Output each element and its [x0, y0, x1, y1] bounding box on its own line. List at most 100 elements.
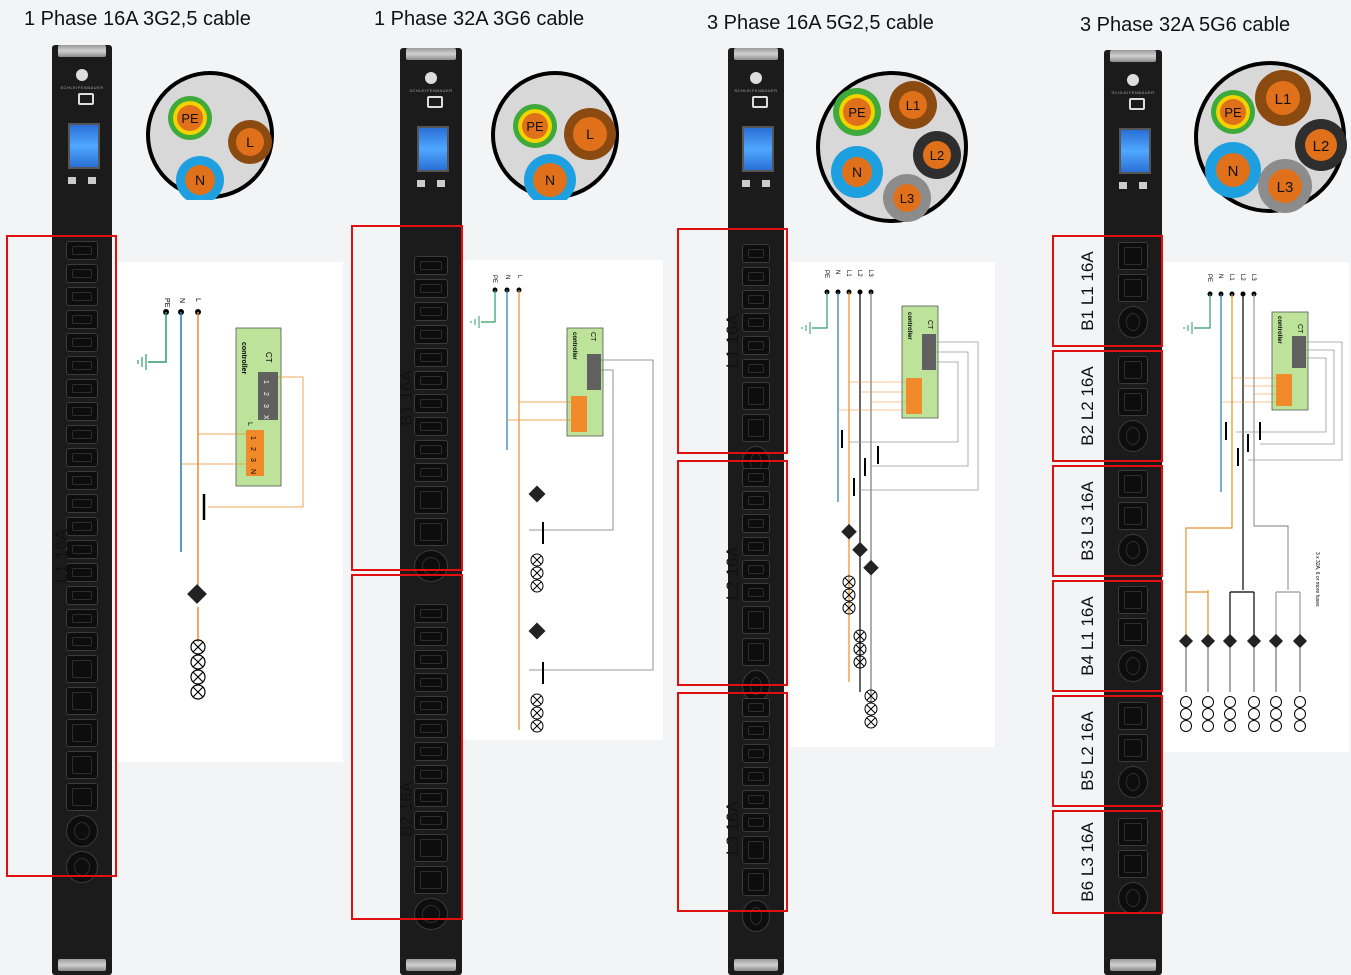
svg-text:controller: controller: [571, 332, 577, 360]
cable-label-n: N: [545, 172, 555, 188]
display-button[interactable]: [88, 177, 96, 184]
group-label: B5 L2 16A: [1078, 711, 1098, 791]
display-button[interactable]: [742, 180, 750, 187]
display-button[interactable]: [1139, 182, 1147, 189]
display-button[interactable]: [437, 180, 445, 187]
bus-label-n: N: [178, 298, 185, 303]
brand-logo-icon: [76, 69, 88, 81]
l-terminal-block: [246, 430, 264, 476]
outlet-column-b2: [414, 604, 448, 934]
svg-text:L3: L3: [1250, 274, 1256, 281]
outlet-column-b6: [1118, 818, 1148, 918]
group-box-b3-l3: B3 L3 16A: [1052, 465, 1163, 577]
svg-text:1: 1: [249, 436, 256, 440]
display-button[interactable]: [417, 180, 425, 187]
svg-text:L3: L3: [867, 270, 873, 277]
svg-text:N: N: [249, 469, 256, 474]
bus-label-l: L: [194, 298, 201, 302]
cable-label-pe: PE: [181, 111, 199, 126]
fuse-icon: [1246, 633, 1262, 649]
svg-text:CT: CT: [1296, 324, 1303, 334]
title-1phase-16a: 1 Phase 16A 3G2,5 cable: [24, 8, 251, 30]
pdu-strip-2: SCHLEIFENBAUER: [400, 48, 462, 975]
group-label: B4 L1 16A: [1078, 596, 1098, 676]
svg-text:L2: L2: [856, 270, 862, 277]
pdu-strip-1: SCHLEIFENBAUER: [52, 45, 112, 975]
display-button[interactable]: [762, 180, 770, 187]
lamp-load-icon: [842, 575, 878, 729]
outlet-column: [66, 241, 98, 887]
outlet-column-l3: [742, 698, 770, 936]
breaker-icon: [1129, 98, 1145, 110]
brand-logo-icon: [1127, 74, 1139, 86]
group-box-b2: B2 16A: [351, 574, 463, 920]
fuse-icon-b1: [528, 485, 546, 503]
ground-icon: [137, 354, 147, 370]
group-label: B2 L2 16A: [1078, 366, 1098, 446]
svg-text:L1: L1: [845, 270, 851, 277]
display-button[interactable]: [1119, 182, 1127, 189]
group-box-b4-l1: B4 L1 16A: [1052, 580, 1163, 692]
title-1phase-32a: 1 Phase 32A 3G6 cable: [374, 8, 585, 30]
cable-label-l1: L1: [906, 98, 920, 113]
breaker-icon: [427, 96, 443, 108]
cable-label-l: L: [246, 134, 254, 150]
group-box-b2-l2: B2 L2 16A: [1052, 350, 1163, 462]
group-box-l3: L3 16A: [677, 692, 788, 912]
group-label: B2 16A: [397, 780, 416, 837]
cable-label-pe: PE: [1224, 105, 1242, 120]
group-label: L2 16A: [722, 546, 742, 600]
cable-label-n: N: [852, 164, 862, 180]
pdu-strip-3: SCHLEIFENBAUER: [728, 48, 784, 975]
svg-text:controller: controller: [906, 312, 912, 340]
display-screen: [68, 123, 100, 169]
svg-text:N: N: [504, 275, 510, 279]
lamp-load-icon: [1180, 696, 1306, 732]
cable-label-l3: L3: [900, 191, 914, 206]
group-label: L1 16A: [722, 314, 742, 368]
brand-logo-icon: [750, 72, 762, 84]
outlet-column-l2: [742, 468, 770, 706]
display-screen: [1119, 128, 1151, 174]
fuse-icon: [1268, 633, 1284, 649]
lamp-load-icon: [530, 553, 544, 733]
fuse-icon: [1292, 633, 1308, 649]
title-3phase-32a: 3 Phase 32A 5G6 cable: [1080, 14, 1291, 36]
svg-text:N: N: [834, 270, 840, 274]
svg-text:3: 3: [249, 458, 256, 462]
title-3phase-16a: 3 Phase 16A 5G2,5 cable: [707, 12, 934, 34]
svg-text:CT: CT: [589, 332, 596, 342]
outlet-column-b1: [414, 256, 448, 586]
svg-text:2: 2: [249, 447, 256, 451]
earth-wire: [148, 312, 167, 363]
svg-text:1: 1: [262, 380, 269, 384]
cable-cross-section-1: PE L N: [146, 71, 274, 200]
svg-text:PE: PE: [491, 275, 497, 283]
cable-label-n: N: [195, 172, 205, 188]
brand-logo-icon: [425, 72, 437, 84]
svg-text:L2: L2: [1239, 274, 1245, 281]
cable-label-l3: L3: [1277, 179, 1294, 196]
wiring-diagram-3: PE N L1 L2 L3 CT controller: [790, 262, 995, 747]
bus-label-pe: PE: [163, 298, 170, 308]
svg-text:PE: PE: [823, 270, 829, 278]
group-box-b6-l3: B6 L3 16A: [1052, 810, 1163, 914]
ct-label: CT: [264, 352, 273, 363]
cable-label-l2: L2: [930, 148, 944, 163]
group-label: B1 16A: [397, 370, 416, 426]
cable-cross-section-4: PE L1 L2 N L3: [1194, 61, 1347, 213]
group-box-l2: L2 16A: [677, 460, 788, 686]
group-box-b1-l1: B1 L1 16A: [1052, 235, 1163, 347]
display-screen: [417, 126, 449, 172]
svg-text:L: L: [516, 275, 522, 279]
display-button[interactable]: [68, 177, 76, 184]
svg-text:3: 3: [262, 404, 269, 408]
fuse-icon: [1222, 633, 1238, 649]
cable-label-pe: PE: [848, 105, 866, 120]
display-screen: [742, 126, 774, 172]
fuse-icon: [1200, 633, 1216, 649]
group-label: B6 L3 16A: [1078, 822, 1098, 902]
outlet-column-b2: [1118, 356, 1148, 456]
svg-text:N: N: [1217, 274, 1223, 278]
